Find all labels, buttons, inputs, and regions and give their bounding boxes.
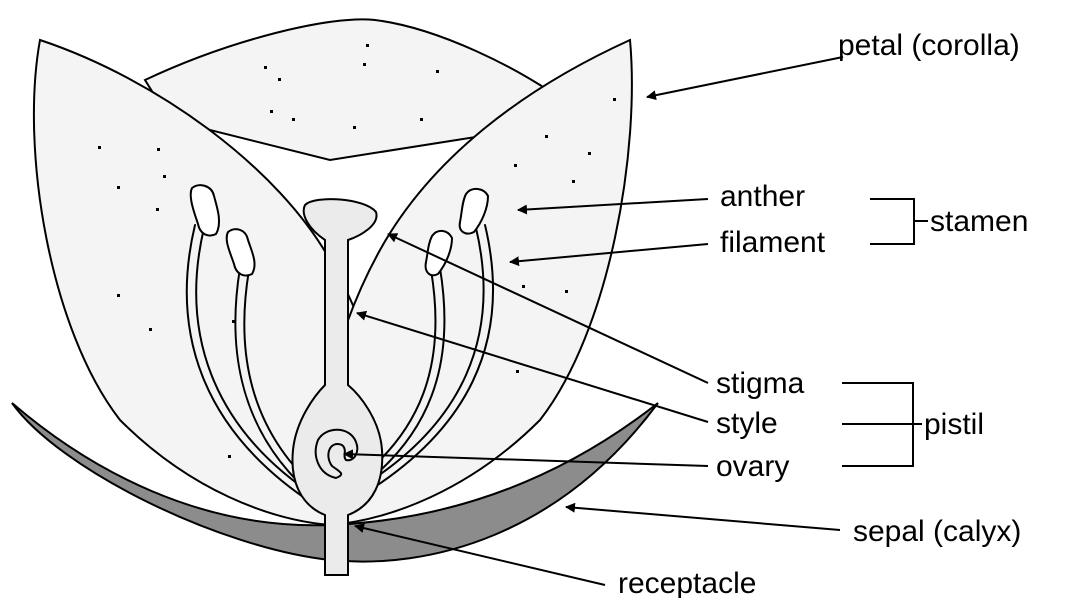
label-sepal: sepal (calyx) xyxy=(853,515,1021,548)
label-style: style xyxy=(716,407,778,440)
label-receptacle: receptacle xyxy=(618,567,756,598)
label-anther: anther xyxy=(720,180,805,213)
label-ovary: ovary xyxy=(716,450,789,483)
label-filament: filament xyxy=(720,226,826,259)
label-stamen: stamen xyxy=(930,205,1028,238)
pistil-bracket xyxy=(842,383,922,466)
stamen-bracket xyxy=(870,199,928,244)
label-stigma: stigma xyxy=(716,367,805,400)
label-petal: petal (corolla) xyxy=(838,29,1020,62)
label-pistil: pistil xyxy=(924,408,984,441)
